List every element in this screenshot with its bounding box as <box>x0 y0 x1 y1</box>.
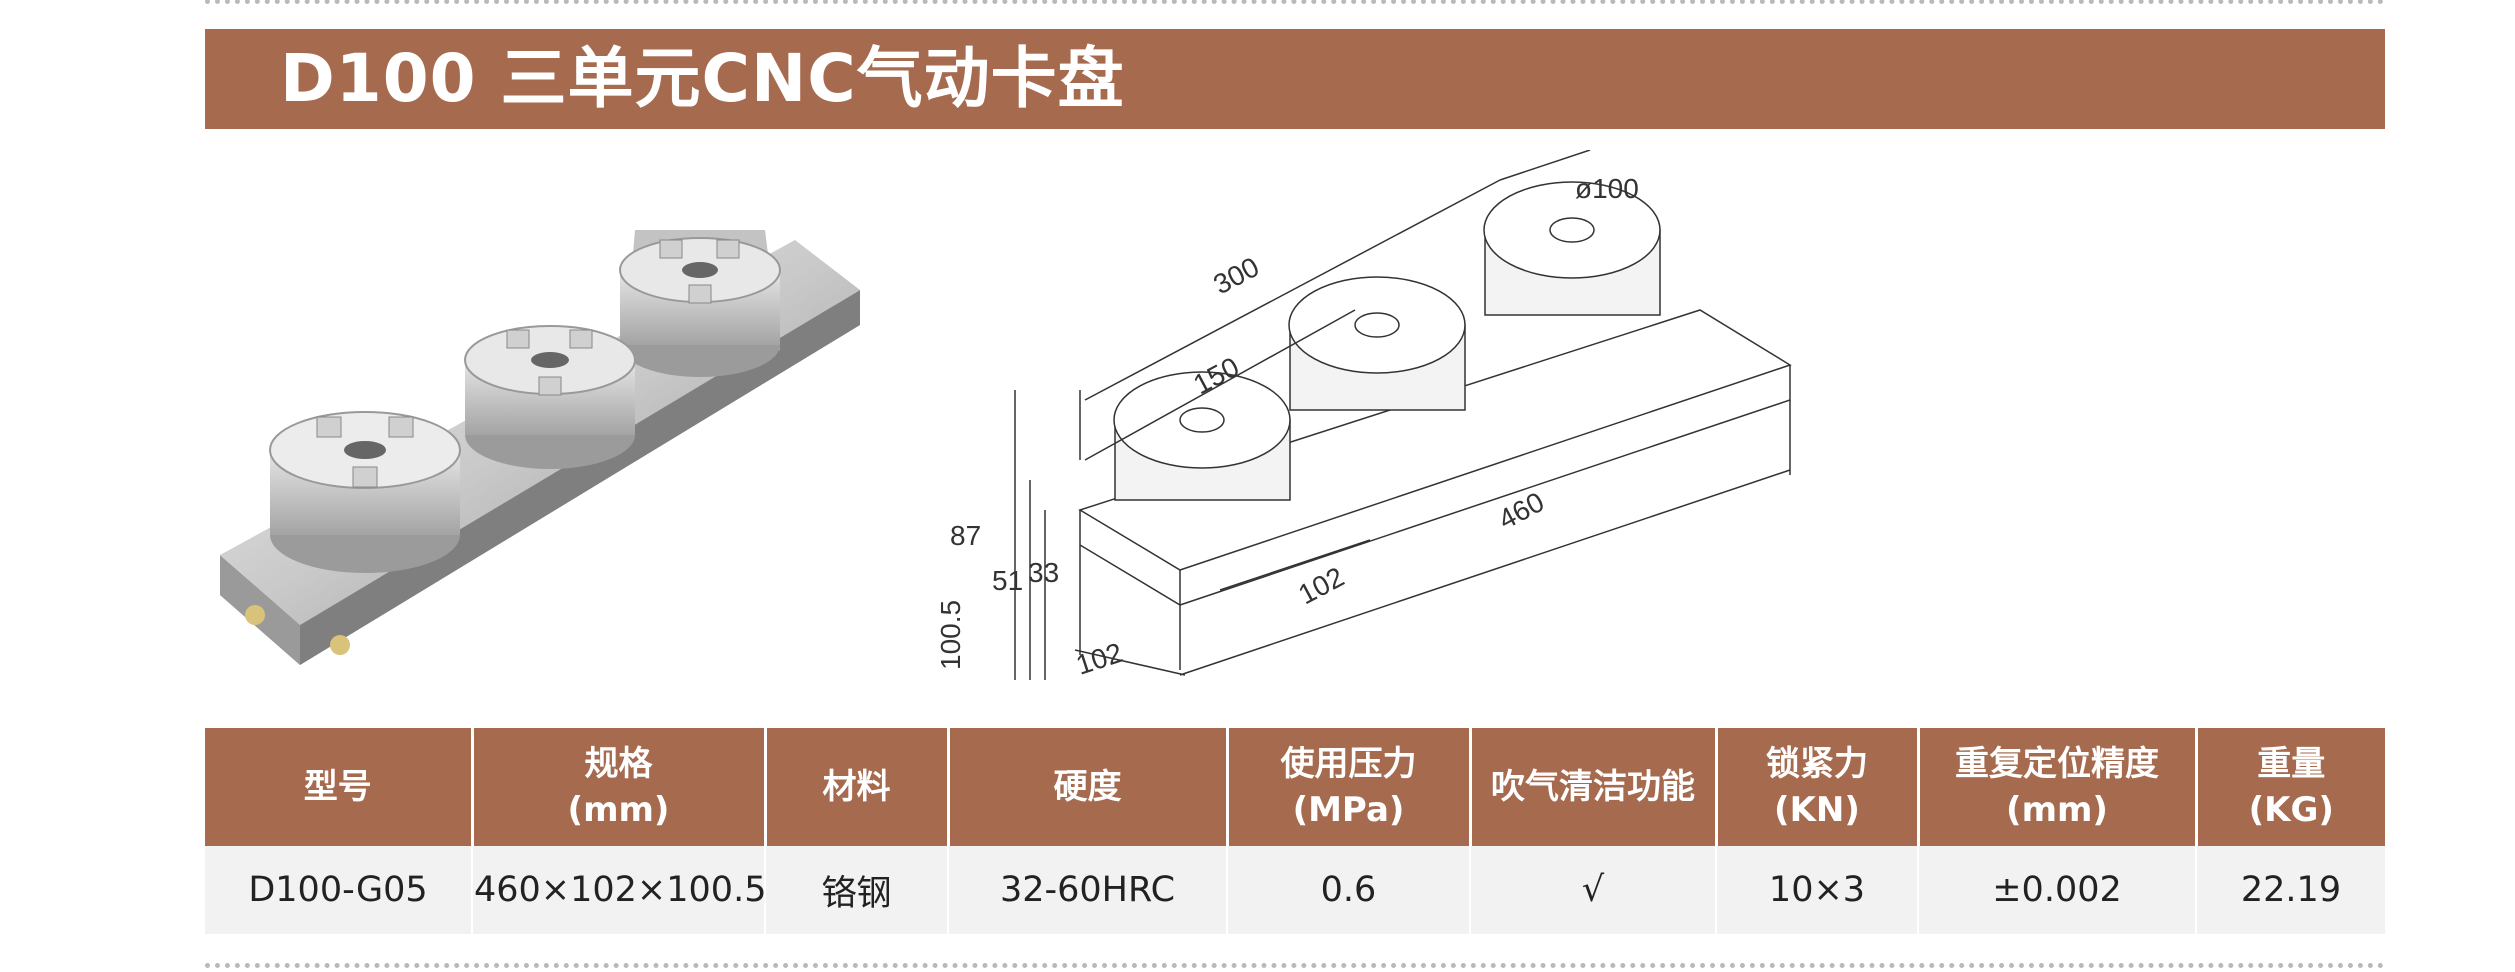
cell-hardness: 32-60HRC <box>948 846 1228 934</box>
cell-spec: 460×102×100.5 <box>472 846 766 934</box>
dim-300: 300 <box>1208 251 1264 300</box>
dim-102-top: 102 <box>1293 561 1349 610</box>
cell-clamp-force: 10×3 <box>1716 846 1919 934</box>
header-weight: 重量 (KG) <box>2196 728 2385 846</box>
header-model: 型号 <box>205 728 474 846</box>
header-material: 材料 <box>765 728 950 846</box>
cell-weight: 22.19 <box>2196 846 2385 934</box>
dim-460: 460 <box>1493 486 1549 535</box>
header-hardness: 硬度 <box>948 728 1229 846</box>
top-dotted-divider <box>205 0 2385 4</box>
page-title: D100 三单元CNC气动卡盘 <box>280 40 1125 117</box>
cell-material: 铬钢 <box>765 846 949 934</box>
bottom-dotted-divider <box>205 963 2385 968</box>
cell-model: D100-G05 <box>205 846 473 934</box>
header-spec: 规格 (mm) <box>472 728 767 846</box>
table-header-row: 型号 规格 (mm) 材料 硬度 使用压力 (MPa) 吹气清洁功能 锁紧力 (… <box>205 728 2385 846</box>
cell-air-blow: √ <box>1470 846 1717 934</box>
dim-87: 87 <box>950 520 981 551</box>
dim-diameter: ø100 <box>1575 173 1639 204</box>
table-row: D100-G05 460×102×100.5 铬钢 32-60HRC 0.6 √… <box>205 846 2385 934</box>
dim-100-5: 100.5 <box>935 600 966 670</box>
dim-51: 51 <box>992 565 1023 596</box>
title-bar: D100 三单元CNC气动卡盘 <box>205 29 2385 129</box>
header-repeatability: 重复定位精度 (mm) <box>1918 728 2198 846</box>
header-clamp-force: 锁紧力 (KN) <box>1716 728 1920 846</box>
cell-repeatability: ±0.002 <box>1918 846 2197 934</box>
spec-table: 型号 规格 (mm) 材料 硬度 使用压力 (MPa) 吹气清洁功能 锁紧力 (… <box>205 728 2385 934</box>
product-photo <box>220 230 860 665</box>
dimension-drawing: ø100 300 150 460 102 102 87 51 33 100.5 <box>935 150 1792 681</box>
cell-pressure: 0.6 <box>1227 846 1471 934</box>
dim-33: 33 <box>1028 557 1059 588</box>
header-air-blow: 吹气清洁功能 <box>1470 728 1718 846</box>
header-pressure: 使用压力 (MPa) <box>1227 728 1472 846</box>
